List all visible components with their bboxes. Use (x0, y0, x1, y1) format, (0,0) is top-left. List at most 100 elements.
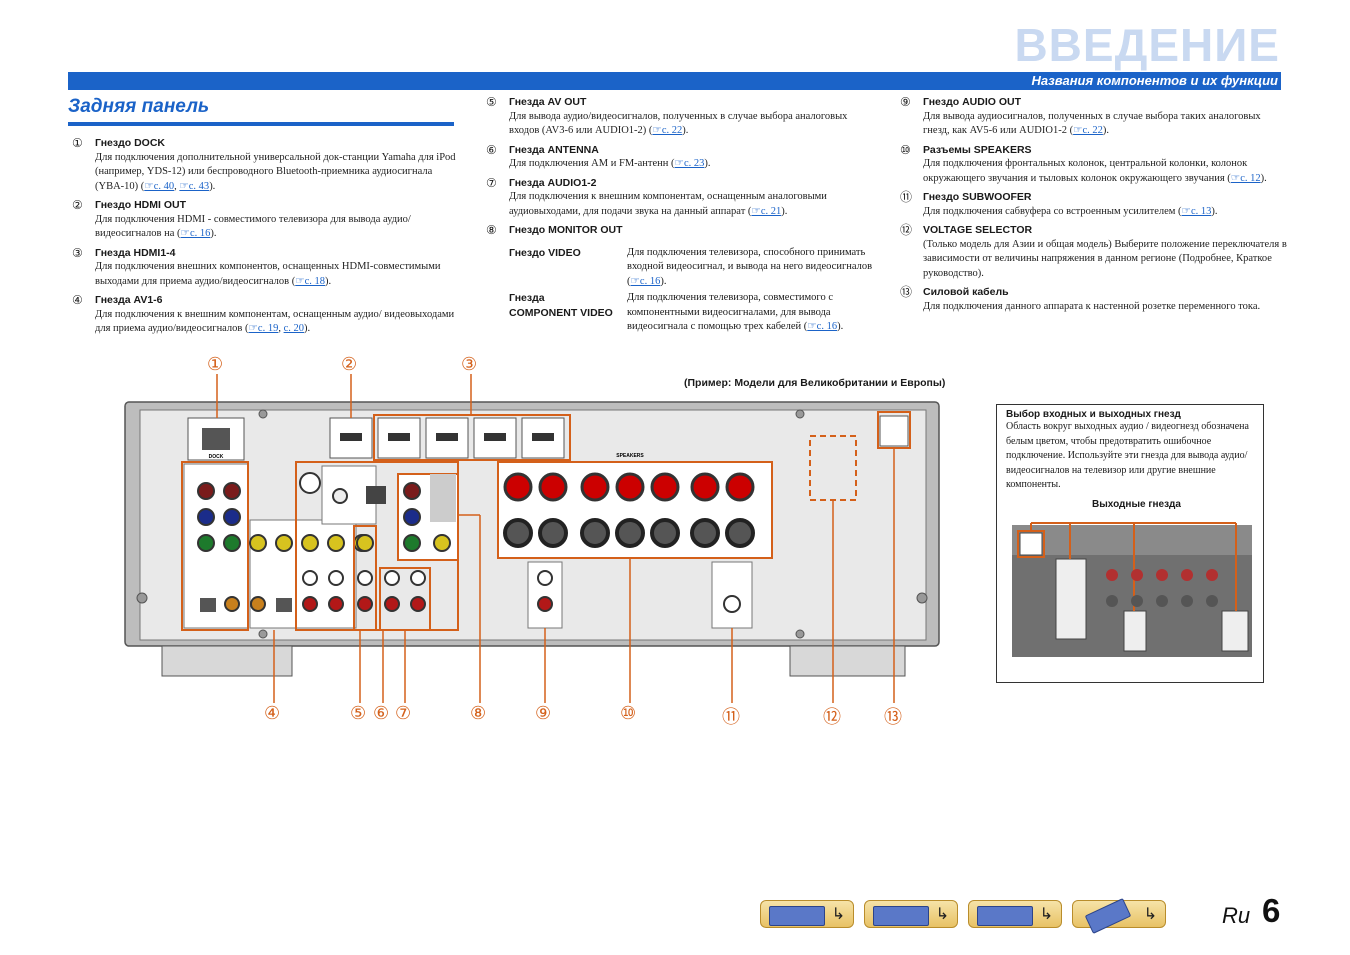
item-title: Силовой кабель (923, 286, 1009, 298)
item-desc-tail: ). (704, 158, 711, 169)
item-number: ⑤ (486, 95, 497, 109)
nav-display-button[interactable]: ↳ (968, 900, 1062, 928)
item-desc-tail: ). (304, 323, 311, 334)
item-number: ⑧ (486, 223, 497, 237)
component-jack-desc: Для подключения телевизора, совместимого… (627, 292, 844, 332)
item-title: Гнезда ANTENNA (509, 143, 599, 156)
page-ref-link[interactable]: ☞с. 43 (179, 180, 210, 192)
remote-control-icon (1084, 898, 1132, 934)
callout-5: ⑤ (350, 703, 367, 724)
item-desc: Для подключения дополнительной универсал… (95, 151, 456, 192)
item-number: ④ (72, 293, 83, 307)
item-desc-text: Для подключения к внешним компонентам, о… (509, 191, 827, 217)
dock-label: DOCK (209, 454, 224, 460)
item-desc-text: Для подключения сабвуфера со встроенным … (923, 205, 1182, 217)
item-desc: Для вывода аудио/видеосигналов, полученн… (509, 110, 874, 139)
callout-3: ③ (461, 354, 478, 375)
component-label-2: COMPONENT VIDEO (509, 306, 613, 319)
header-bar (68, 72, 1281, 90)
video-jack-desc: Для подключения телевизора, способного п… (627, 246, 873, 287)
outputs-mini-diagram (1012, 522, 1252, 657)
list-item: ⑪ Гнездо SUBWOOFER Для подключения сабвуфе… (896, 190, 1288, 219)
page-number: 6 (1262, 892, 1281, 929)
item-title: VOLTAGE SELECTOR (923, 224, 1033, 236)
nav-front-panel-button[interactable]: ↳ (760, 900, 854, 928)
item-desc: Для подключения сабвуфера со встроенным … (923, 205, 1288, 220)
page-ref-link[interactable]: ☞с. 18 (295, 275, 326, 287)
page-ref-link[interactable]: ☞с. 23 (674, 158, 705, 169)
page-ref-link[interactable]: ☞с. 21 (751, 205, 782, 217)
speakers-label: SPEAKERS (616, 453, 644, 459)
item-desc-text: Для подключения данного аппарата к насте… (923, 300, 1261, 312)
item-number: ⑩ (900, 142, 911, 157)
item-desc: Для вывода аудиосигналов, полученных в с… (923, 110, 1288, 139)
rear-panel-diagram: DOCK (124, 374, 940, 703)
item-title: Гнездо SUBWOOFER (923, 191, 1032, 203)
page-ref-link[interactable]: с. 20 (283, 323, 305, 334)
front-panel-icon (769, 906, 825, 926)
speaker-terminals (503, 472, 755, 548)
item-title: Гнезда AV1-6 (95, 294, 163, 306)
item-title: Гнездо AUDIO OUT (923, 96, 1022, 108)
callout-6: ⑥ (373, 703, 390, 724)
item-desc-text: Для подключения к внешним компонентам, о… (95, 308, 455, 335)
item-desc: Для подключения к внешним компонентам, о… (509, 190, 874, 219)
item-desc: Для подключения HDMI - совместимого теле… (95, 213, 460, 242)
page-ref-link[interactable]: ☞с. 16 (630, 275, 661, 287)
item-desc-tail: ). (325, 275, 332, 287)
callout-12: ⑫ (823, 707, 841, 728)
video-jack-label: Гнездо VIDEO (509, 246, 581, 259)
page-ref-link[interactable]: ☞с. 16 (807, 321, 838, 332)
items-column-1: ① Гнездо DOCK Для подключения дополнительн… (68, 136, 460, 341)
remote-panel-icon (873, 906, 929, 926)
item-desc-tail: ). (682, 125, 689, 136)
page-ref-link[interactable]: ☞с. 19 (248, 323, 279, 334)
item-desc-text: Для подключения дополнительной универсал… (95, 151, 456, 192)
nav-remote-panel-button[interactable]: ↳ (864, 900, 958, 928)
callout-10: ⑩ (620, 703, 637, 724)
page-ref-link[interactable]: ☞с. 40 (144, 180, 175, 192)
item-desc-tail: ). (209, 180, 216, 192)
page-ref-link[interactable]: ☞с. 12 (1230, 172, 1261, 184)
diagram-example-note: (Пример: Модели для Великобритании и Евр… (684, 377, 946, 389)
item-title: Гнезда HDMI1-4 (95, 246, 176, 259)
item-desc-tail: ). (1260, 172, 1267, 184)
item-title: Гнезда AUDIO1-2 (509, 176, 597, 189)
io-selection-desc: Область вокруг выходных аудио / видеогне… (1006, 421, 1249, 490)
nav-remote-control-button[interactable]: ↳ (1072, 898, 1166, 934)
item-number: ③ (72, 245, 83, 260)
item-number: ⑪ (900, 190, 913, 204)
callout-4: ④ (264, 703, 281, 724)
item-number: ① (72, 136, 83, 150)
callout-11: ⑪ (722, 707, 740, 728)
return-arrow-icon: ↳ (1039, 904, 1053, 923)
item-desc-tail: ). (781, 205, 788, 217)
item-title: Гнезда AV OUT (509, 96, 587, 108)
section-underline (68, 122, 454, 126)
page-ref-link[interactable]: ☞с. 22 (1073, 125, 1103, 136)
section-title: Задняя панель (68, 96, 210, 117)
page-ref-link[interactable]: ☞с. 16 (180, 228, 211, 239)
item-desc-text: Для подключения AM и FM-антенн ( (509, 158, 675, 169)
callout-13: ⑬ (884, 707, 902, 728)
io-selection-panel (996, 404, 1264, 683)
item-number: ⑦ (486, 175, 497, 190)
page-ref-link[interactable]: ☞с. 13 (1181, 205, 1212, 217)
callout-9: ⑨ (535, 703, 552, 724)
item-desc-text: Для подключения фронтальных колонок, цен… (923, 158, 1248, 184)
callout-1: ① (207, 354, 224, 375)
page-ref-link[interactable]: ☞с. 22 (652, 125, 683, 136)
callout-8: ⑧ (470, 703, 487, 724)
callout-7: ⑦ (395, 703, 412, 724)
monitor-out-table: Гнездо VIDEO Для подключения телевизора, … (482, 246, 874, 335)
component-desc-text: Для подключения телевизора, совместимого… (627, 292, 834, 332)
component-label-1: Гнезда (509, 292, 545, 304)
item-desc-tail: ). (1211, 205, 1218, 217)
item-title: Гнездо DOCK (95, 137, 166, 149)
item-desc-text: Для вывода аудиосигналов, полученных в с… (923, 110, 1261, 137)
chapter-title: ВВЕДЕНИЕ (1014, 19, 1280, 71)
